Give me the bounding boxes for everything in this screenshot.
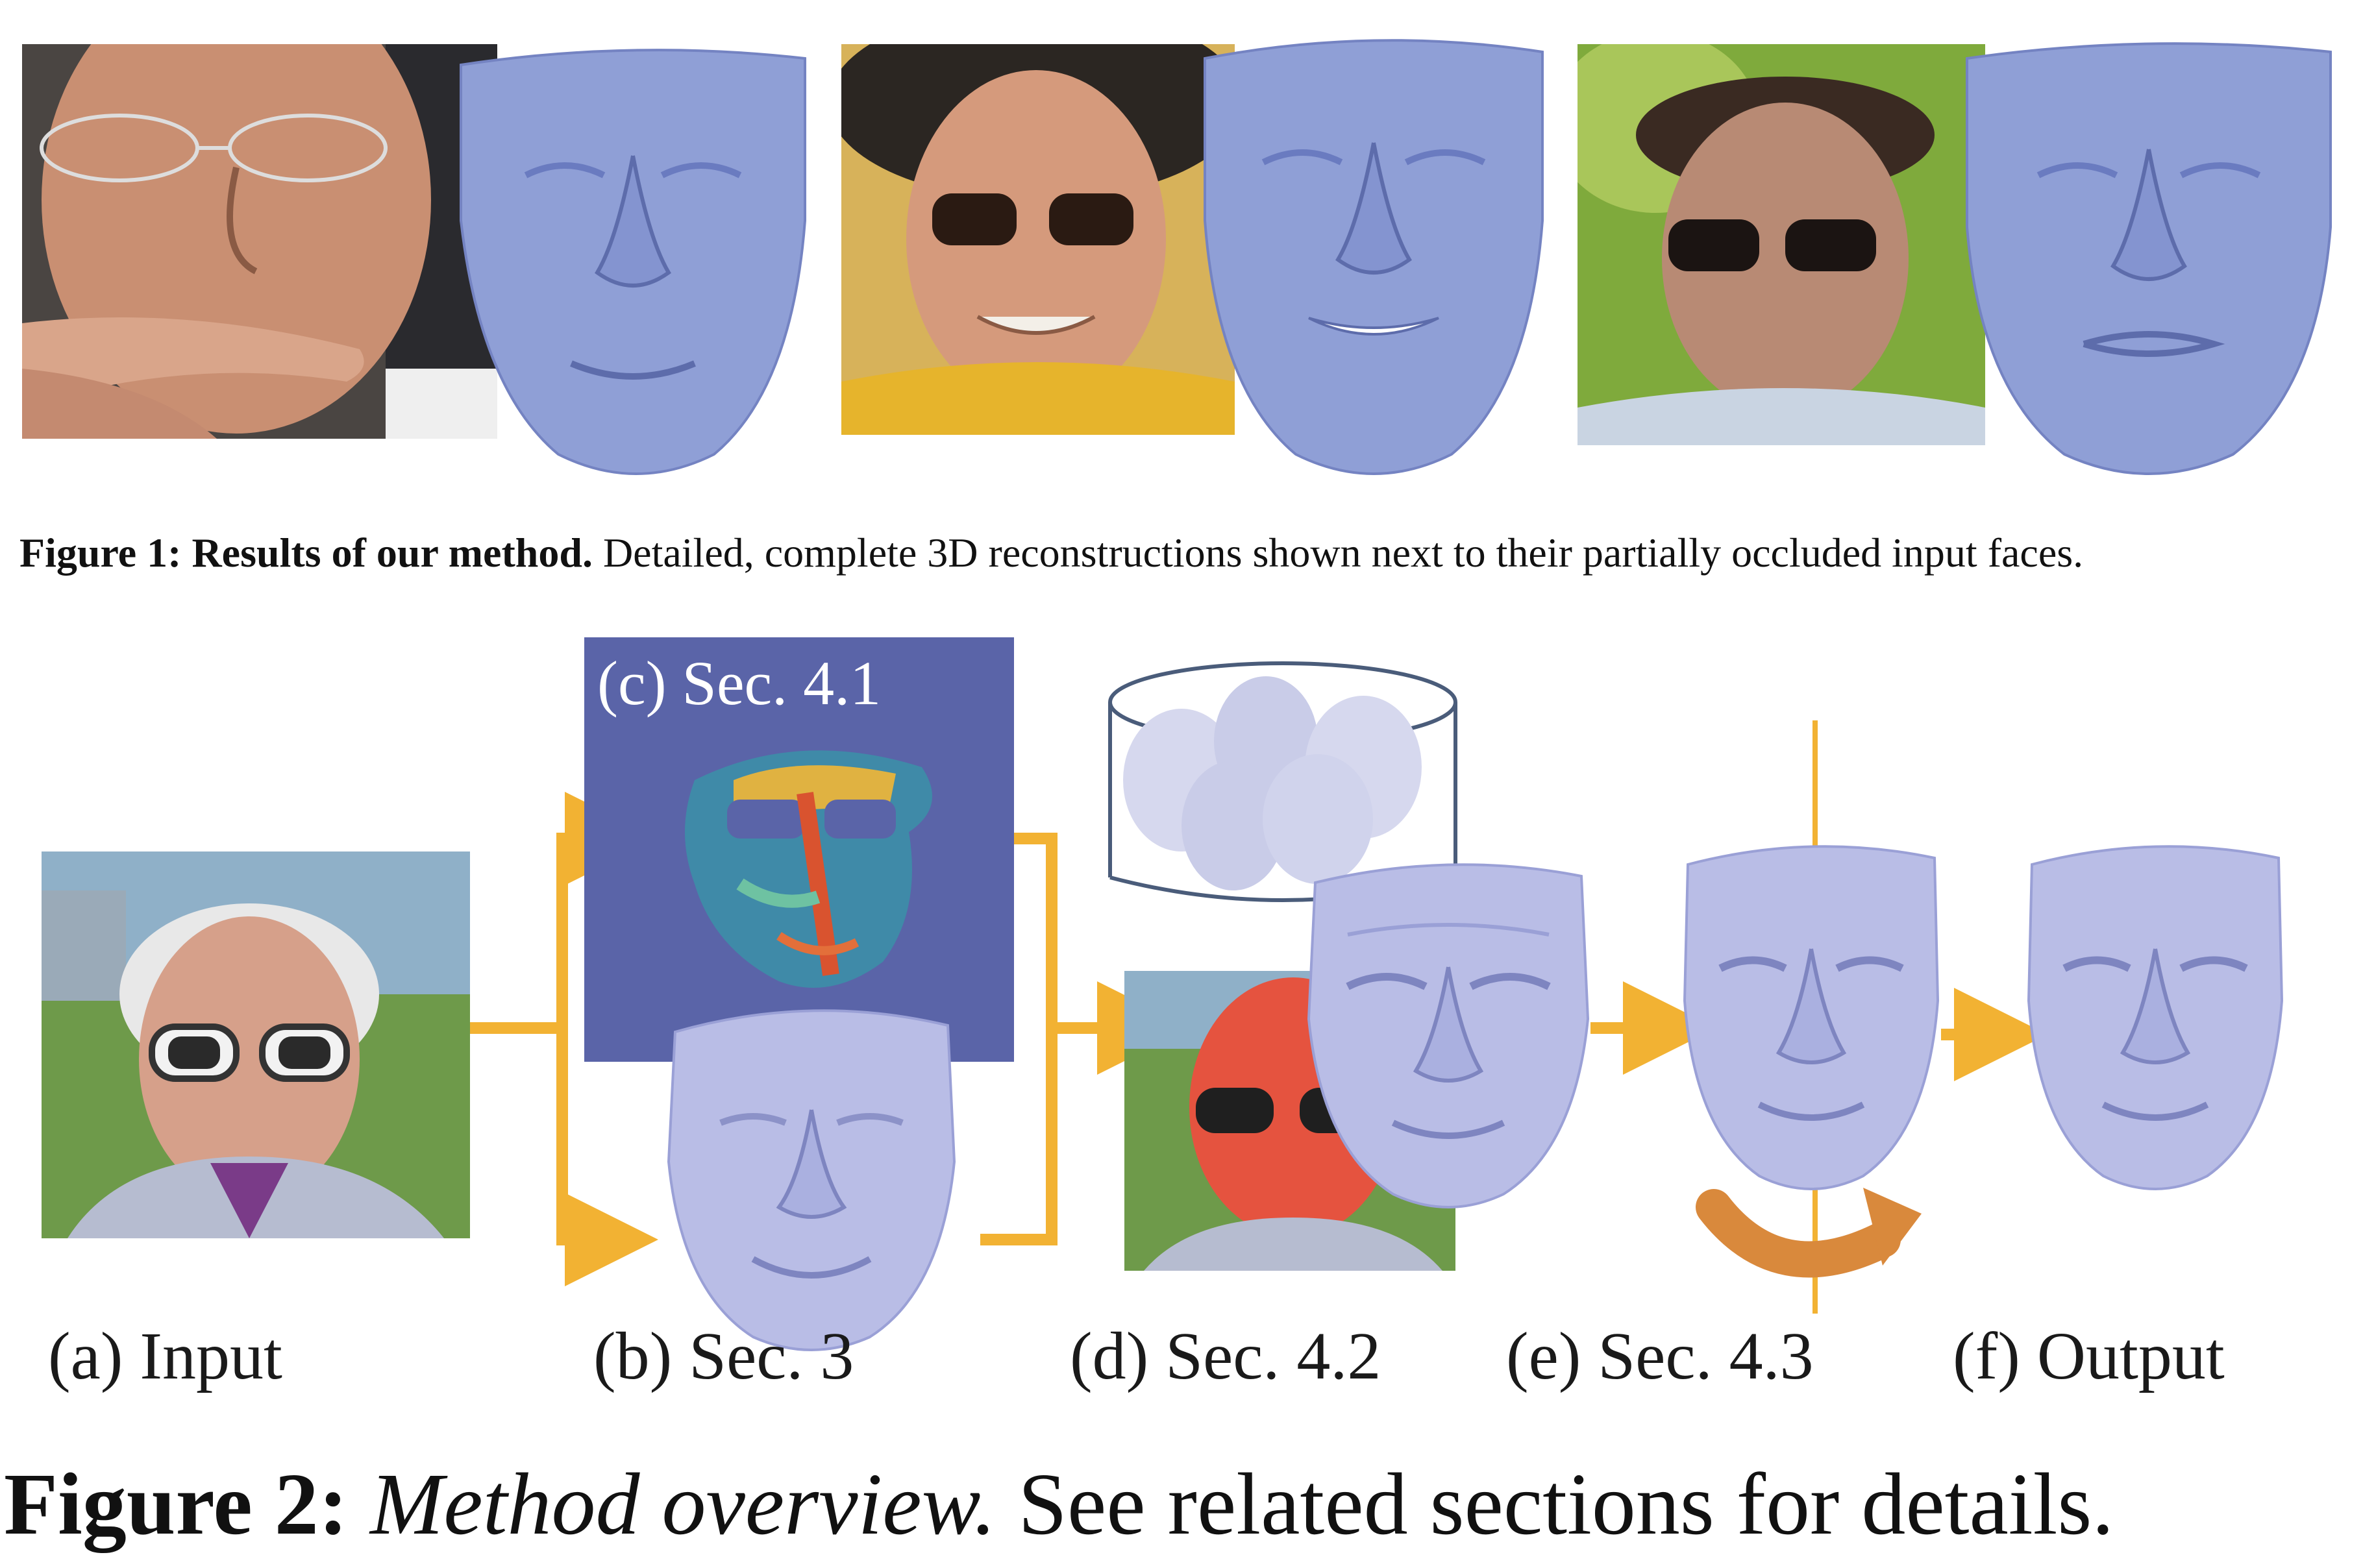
reconstruction-mesh-3 [1954, 19, 2344, 480]
output-mesh [2012, 819, 2298, 1195]
fig2-input-photo [42, 851, 470, 1238]
figure-2-caption-label: Figure 2: [4, 1456, 349, 1553]
face-database-cylinder [1104, 657, 1462, 923]
figure-1-caption-text: Detailed, complete 3D reconstructions sh… [602, 530, 2084, 576]
figure-1-caption: Figure 1: Results of our method. Detaile… [19, 527, 2344, 579]
panel-f-label: (f) Output [1953, 1319, 2225, 1393]
figure-2-caption-text: See related sections for details. [1018, 1456, 2114, 1553]
mesh-sec-4-3 [1668, 819, 1954, 1195]
input-photo-3 [1577, 44, 1985, 445]
panel-d-label: (d) Sec. 4.2 [1070, 1319, 1381, 1393]
arrow-merge-from-sec-4-1 [980, 833, 1058, 1245]
figure-1-caption-title: Results of our method. [192, 530, 593, 576]
panel-e-label: (e) Sec. 4.3 [1506, 1319, 1814, 1393]
figure-2-caption-title: Method overview. [370, 1456, 996, 1553]
arrow-to-sec-3 [556, 1028, 658, 1286]
rotation-arrow [1696, 1189, 1901, 1278]
reconstruction-mesh-1 [441, 26, 824, 480]
input-photo-2 [841, 44, 1235, 435]
reconstruction-mesh-2 [1185, 13, 1562, 480]
panel-c-label: (c) Sec. 4.1 [597, 648, 882, 718]
panel-a-label: (a) Input [48, 1319, 282, 1393]
panel-b-label: (b) Sec. 3 [593, 1319, 854, 1393]
detailed-mesh-sec-4-2 [1296, 837, 1601, 1214]
sec-4-1-panel: (c) Sec. 4.1 [584, 637, 1014, 1062]
coarse-mesh-sec-3 [649, 993, 974, 1356]
figure-2-caption: Figure 2: Method overview. See related s… [4, 1452, 2354, 1556]
figure-1-caption-label: Figure 1: [19, 530, 182, 576]
